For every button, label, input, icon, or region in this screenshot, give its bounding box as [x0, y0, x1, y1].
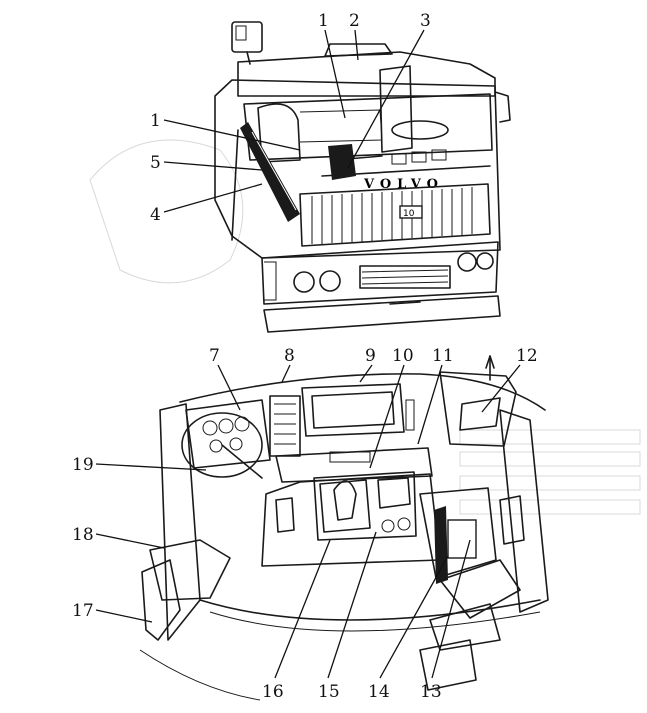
callout-1-top: 1 — [318, 11, 329, 31]
callout-15: 15 — [318, 682, 340, 702]
callout-3: 3 — [420, 11, 431, 31]
leader-7 — [217, 364, 241, 411]
callout-2: 2 — [349, 11, 360, 31]
leader-5 — [163, 161, 263, 171]
leader-1-left — [163, 119, 301, 151]
callout-4: 4 — [150, 205, 161, 225]
leader-10 — [369, 364, 405, 469]
grille-slats — [311, 187, 473, 244]
leader-1-top — [324, 29, 346, 119]
leader-2 — [354, 29, 359, 61]
truck-cab-illustration: VOLVO 10 — [214, 21, 511, 333]
callout-1-left: 1 — [150, 111, 161, 131]
leader-9 — [359, 364, 373, 383]
leader-13 — [431, 539, 471, 679]
callout-8: 8 — [284, 346, 295, 366]
callout-16: 16 — [262, 682, 284, 702]
leader-17 — [95, 609, 153, 623]
callout-14: 14 — [368, 682, 390, 702]
callout-11: 11 — [432, 346, 454, 366]
leader-16 — [274, 539, 331, 679]
callout-13: 13 — [420, 682, 442, 702]
leader-3 — [347, 29, 425, 169]
callouts: 1 2 3 1 5 4 7 8 9 10 11 12 19 18 17 16 1 — [72, 11, 538, 702]
grille-badge: 10 — [403, 209, 415, 219]
callout-18: 18 — [72, 525, 94, 545]
callout-17: 17 — [72, 601, 94, 621]
callout-19: 19 — [72, 455, 94, 475]
leader-15 — [327, 531, 377, 679]
leader-14 — [379, 555, 449, 679]
callout-12: 12 — [516, 346, 538, 366]
callout-5: 5 — [150, 153, 161, 173]
leader-11 — [417, 364, 443, 445]
leader-8 — [281, 364, 291, 383]
background-bleed — [89, 139, 641, 515]
leader-19 — [95, 463, 207, 471]
cab-interior-illustration — [139, 355, 549, 701]
callout-7: 7 — [209, 346, 220, 366]
callout-10: 10 — [392, 346, 414, 366]
callout-9: 9 — [365, 346, 376, 366]
leader-12 — [481, 364, 521, 413]
leader-18 — [95, 533, 165, 549]
leader-4 — [163, 183, 263, 213]
